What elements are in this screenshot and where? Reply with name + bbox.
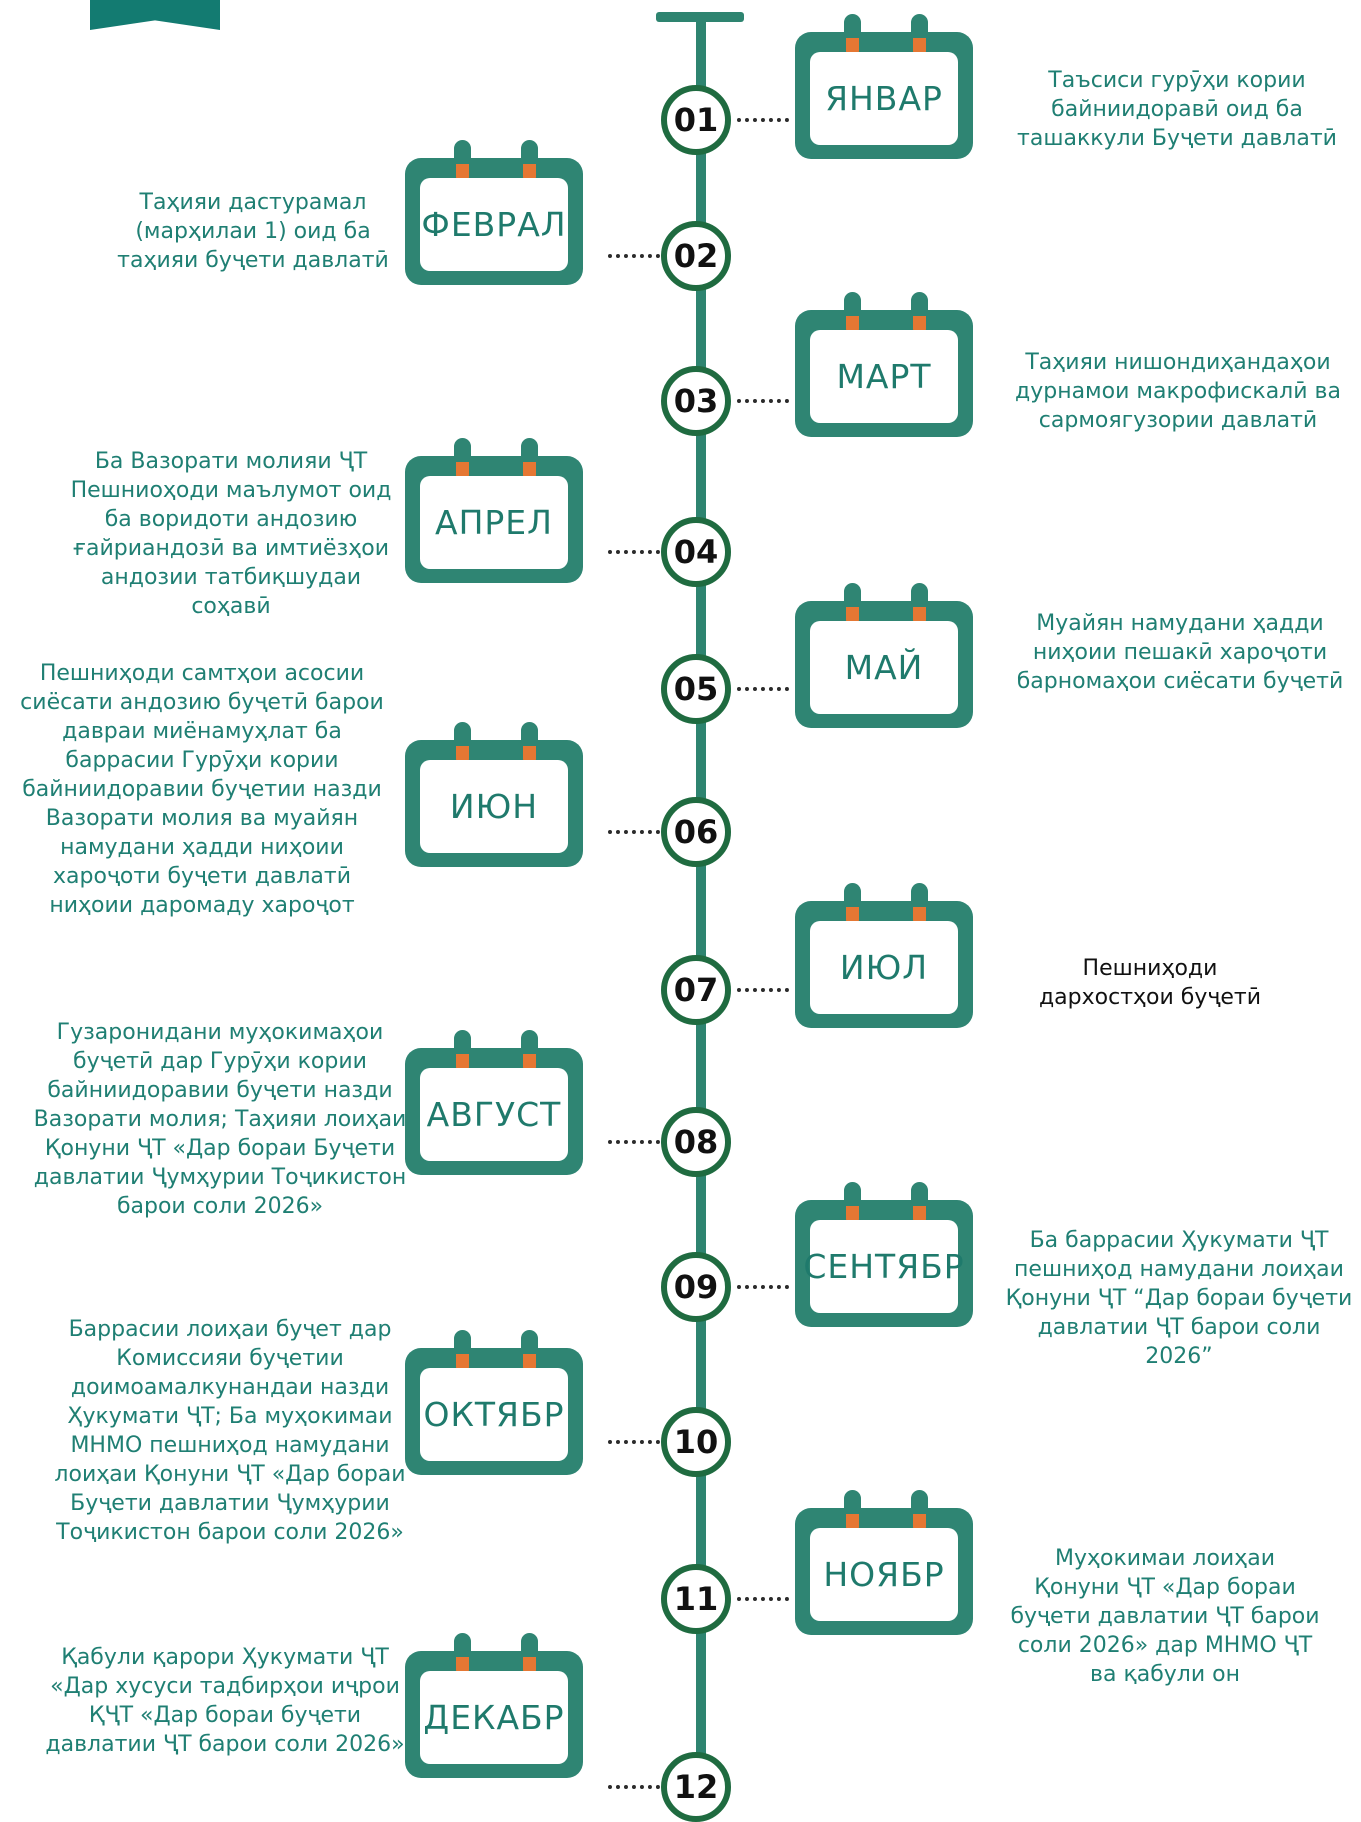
calendar-december: ДЕКАБР: [405, 1633, 583, 1778]
calendar-september: СЕНТЯБР: [795, 1182, 973, 1327]
connector-01: [737, 118, 789, 122]
connector-12: [608, 1785, 660, 1789]
timeline-node-09: 09: [661, 1252, 731, 1322]
month-label: ЯНВАР: [810, 52, 958, 145]
month-label: СЕНТЯБР: [803, 1220, 964, 1313]
description-08: Гузаронидани муҳокимаҳои буҷетӣ дар Гурӯ…: [33, 1020, 407, 1219]
calendar-may: МАЙ: [795, 583, 973, 728]
calendar-june: ИЮН: [405, 722, 583, 867]
calendar-april: АПРЕЛ: [405, 438, 583, 583]
description-11: Муҳокимаи лоиҳаи Қонуни ҶТ «Дар бораи бу…: [1010, 1546, 1320, 1687]
description-07: Пешниҳоди дархостҳои буҷетӣ: [1038, 956, 1262, 1010]
connector-09: [737, 1285, 789, 1289]
month-label: АВГУСТ: [420, 1068, 568, 1161]
connector-07: [737, 988, 789, 992]
timeline-node-07: 07: [661, 955, 731, 1025]
timeline-node-10: 10: [661, 1407, 731, 1477]
description-05: Муайян намудани ҳадди ниҳоии пешакӣ харо…: [1016, 611, 1344, 694]
month-label: НОЯБР: [810, 1528, 958, 1621]
timeline-node-01: 01: [661, 85, 731, 155]
description-02: Таҳияи дастурамал (марҳилаи 1) оид ба та…: [117, 190, 389, 273]
timeline-cap: [656, 12, 744, 22]
connector-06: [608, 830, 660, 834]
timeline-node-11: 11: [661, 1564, 731, 1634]
connector-02: [608, 254, 660, 258]
corner-ribbon: [90, 0, 220, 30]
timeline-node-03: 03: [661, 366, 731, 436]
timeline-node-02: 02: [661, 221, 731, 291]
timeline-node-05: 05: [661, 654, 731, 724]
description-04: Ба Вазорати молияи ҶТ Пешниоҳоди маълумо…: [70, 449, 392, 619]
calendar-august: АВГУСТ: [405, 1030, 583, 1175]
month-label: ИЮЛ: [810, 921, 958, 1014]
month-label: ИЮН: [420, 760, 568, 853]
month-label: АПРЕЛ: [420, 476, 568, 569]
description-10: Баррасии лоиҳаи буҷет дар Комиссияи буҷе…: [54, 1317, 406, 1545]
description-06: Пешниҳоди самтҳои асосии сиёсати андозию…: [20, 661, 384, 918]
calendar-march: МАРТ: [795, 292, 973, 437]
description-12: Қабули қарори Ҳукумати ҶТ «Дар хусуси та…: [45, 1645, 405, 1757]
month-label: ДЕКАБР: [420, 1671, 568, 1764]
connector-11: [737, 1597, 789, 1601]
timeline-spine: [696, 22, 706, 1812]
month-label: ФЕВРАЛ: [420, 178, 568, 271]
calendar-february: ФЕВРАЛ: [405, 140, 583, 285]
description-09: Ба баррасии Ҳукумати ҶТ пешниҳод намудан…: [1005, 1228, 1353, 1369]
calendar-january: ЯНВАР: [795, 14, 973, 159]
connector-05: [737, 687, 789, 691]
connector-08: [608, 1140, 660, 1144]
month-label: ОКТЯБР: [420, 1368, 568, 1461]
timeline-node-04: 04: [661, 517, 731, 587]
connector-10: [608, 1440, 660, 1444]
calendar-october: ОКТЯБР: [405, 1330, 583, 1475]
description-01: Таъсиси гурӯҳи кории байниидоравӣ оид ба…: [1017, 68, 1337, 151]
description-03: Таҳияи нишондиҳандаҳои дурнамои макрофис…: [1015, 350, 1341, 433]
timeline-node-08: 08: [661, 1107, 731, 1177]
timeline-node-12: 12: [661, 1752, 731, 1822]
connector-03: [737, 399, 789, 403]
calendar-november: НОЯБР: [795, 1490, 973, 1635]
month-label: МАЙ: [810, 621, 958, 714]
calendar-july: ИЮЛ: [795, 883, 973, 1028]
connector-04: [608, 550, 660, 554]
timeline-node-06: 06: [661, 797, 731, 867]
month-label: МАРТ: [810, 330, 958, 423]
